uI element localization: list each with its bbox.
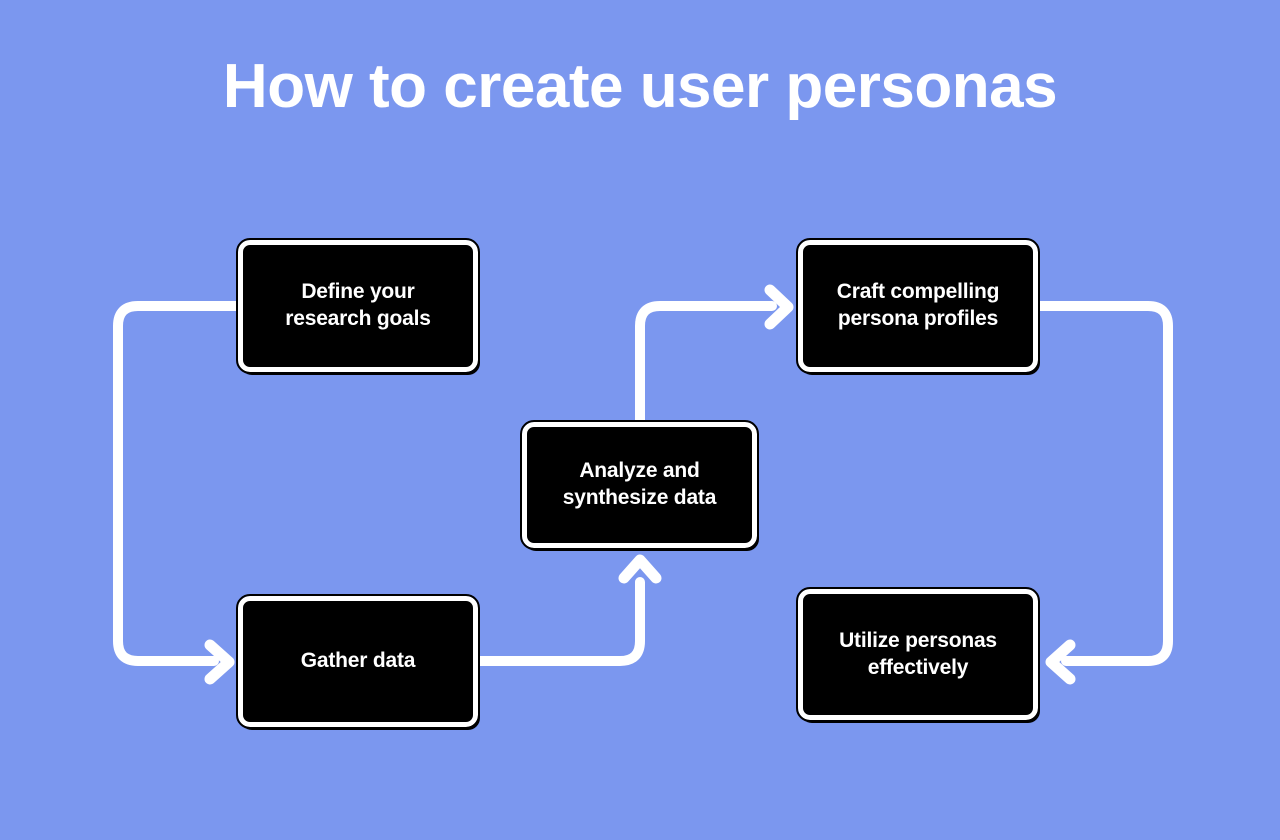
edge-craft-to-utilize	[1033, 301, 1173, 666]
flow-node-label: Craft compelling persona profiles	[836, 280, 1000, 330]
edge-analyze-to-craft	[635, 301, 777, 427]
flow-node-define-research-goals[interactable]: Define your research goals	[236, 238, 480, 374]
flow-node-label: Define your research goals	[285, 280, 431, 330]
flow-node-gather-data[interactable]: Gather data	[236, 594, 480, 729]
flow-node-analyze-synthesize-data[interactable]: Analyze and synthesize data	[520, 420, 759, 550]
arrowhead-into-analyze	[618, 554, 662, 584]
page-title: How to create user personas	[222, 52, 1058, 121]
flow-node-craft-persona-profiles[interactable]: Craft compelling persona profiles	[796, 238, 1040, 374]
arrowhead-into-gather	[204, 639, 235, 685]
flow-node-label: Utilize personas effectively	[839, 628, 997, 679]
flow-node-utilize-personas[interactable]: Utilize personas effectively	[796, 587, 1040, 722]
arrowhead-into-utilize	[1045, 639, 1076, 685]
arrowhead-into-craft	[764, 284, 794, 330]
flow-node-label: Analyze and synthesize data	[562, 459, 717, 509]
edge-define-to-gather	[113, 301, 245, 666]
edge-gather-to-analyze	[473, 577, 645, 666]
flow-node-label: Gather data	[300, 649, 416, 673]
